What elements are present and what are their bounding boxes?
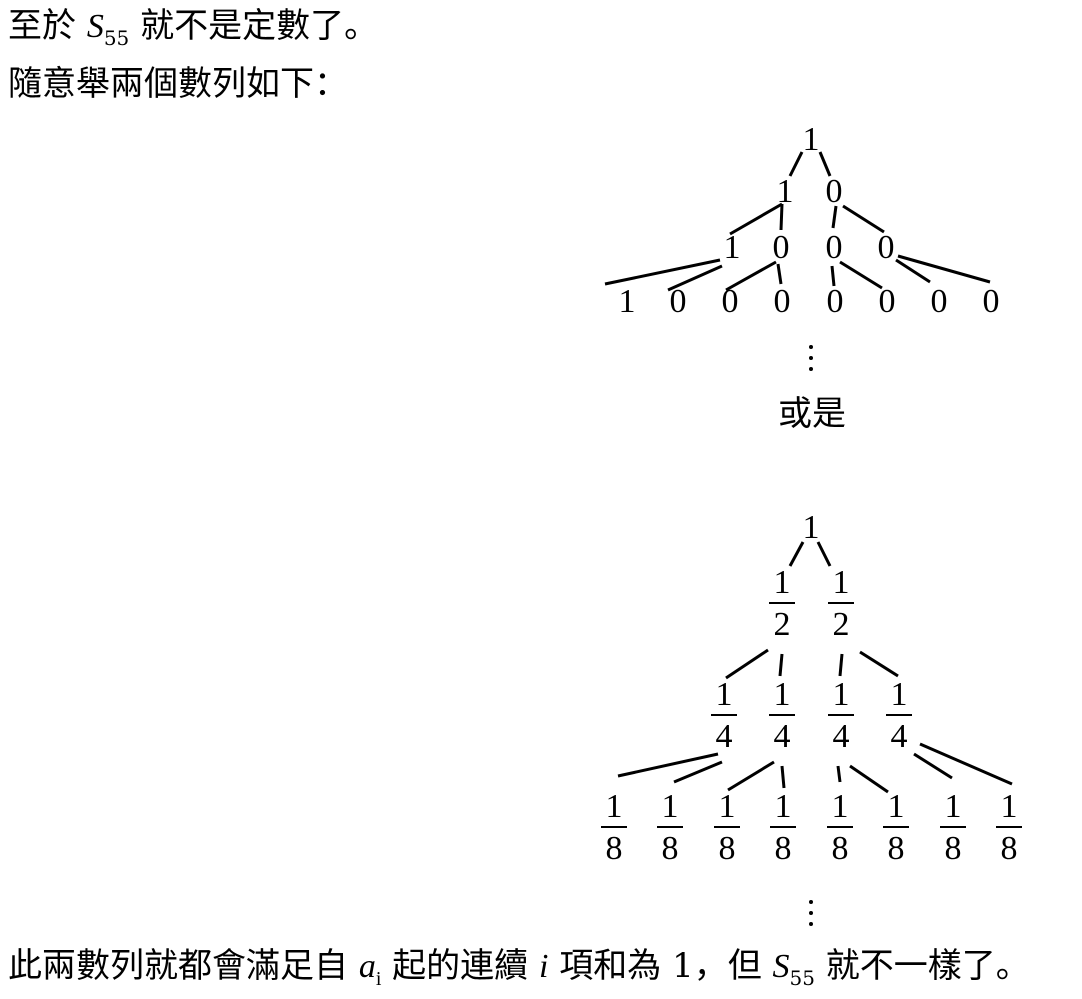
denominator: 8 <box>887 830 905 867</box>
connector <box>617 752 719 778</box>
numerator: 1 <box>890 676 908 713</box>
numerator: 1 <box>773 564 791 601</box>
numerator: 1 <box>774 788 792 825</box>
text-line-2: 隨意舉兩個數列如下： <box>8 64 348 104</box>
connector <box>897 254 991 284</box>
tree1-leaf: 0 <box>878 283 896 320</box>
subscript-55: 55 <box>103 26 130 50</box>
subscript-55: 55 <box>789 966 815 990</box>
last-part-2: 起的連續 <box>381 946 539 986</box>
numerator: 1 <box>831 788 849 825</box>
vertical-ellipsis <box>808 900 814 926</box>
connector <box>836 765 842 783</box>
connector <box>895 258 931 284</box>
numerator: 1 <box>605 788 623 825</box>
subscript-i: i <box>375 968 382 990</box>
connector <box>913 752 953 780</box>
tree1-node: 1 <box>776 173 794 210</box>
tree1-leaf: 1 <box>618 283 636 320</box>
connector <box>778 653 784 677</box>
numerator: 1 <box>1000 788 1018 825</box>
numerator: 1 <box>944 788 962 825</box>
line1-suffix: 就不是定數了。 <box>129 6 379 46</box>
tree1-node: 1 <box>723 229 741 266</box>
denominator: 8 <box>605 830 623 867</box>
tree2-root: 1 <box>802 509 820 546</box>
numerator: 1 <box>832 564 850 601</box>
numerator: 1 <box>773 676 791 713</box>
text-line-1: 至於 S55 就不是定數了。 <box>8 6 378 58</box>
connector <box>788 541 805 567</box>
connector <box>849 764 889 794</box>
denominator: 2 <box>832 606 850 643</box>
tree1-leaf: 0 <box>930 283 948 320</box>
symbol-i: i <box>539 948 549 985</box>
last-part-1: 此兩數列就都會滿足自 <box>8 946 359 986</box>
denominator: 4 <box>715 718 733 755</box>
vertical-ellipsis <box>808 345 814 371</box>
tree1-leaf: 0 <box>982 283 1000 320</box>
connector <box>838 653 844 677</box>
tree1-node: 0 <box>772 229 790 266</box>
denominator: 8 <box>1000 830 1018 867</box>
symbol-a: a <box>358 948 376 985</box>
denominator: 8 <box>774 830 792 867</box>
numerator: 1 <box>718 788 736 825</box>
denominator: 8 <box>718 830 736 867</box>
connector <box>673 760 723 784</box>
caption-or: 或是 <box>778 394 846 434</box>
tree1-root: 1 <box>802 121 820 158</box>
last-part-3: 項和為 1，但 <box>548 946 773 986</box>
connector <box>839 260 883 290</box>
numerator: 1 <box>661 788 679 825</box>
tree1-leaf: 0 <box>826 283 844 320</box>
symbol-S: S <box>772 948 790 985</box>
tree1-node: 0 <box>825 229 843 266</box>
numerator: 1 <box>832 676 850 713</box>
tree1-leaf: 0 <box>773 283 791 320</box>
last-part-4: 就不一樣了。 <box>814 946 1030 986</box>
connector <box>919 742 1013 786</box>
denominator: 4 <box>832 718 850 755</box>
tree1-node: 0 <box>825 173 843 210</box>
tree1-leaf: 0 <box>669 283 687 320</box>
connector <box>780 765 786 789</box>
numerator: 1 <box>887 788 905 825</box>
connector <box>776 263 783 285</box>
denominator: 8 <box>831 830 849 867</box>
text-line-last: 此兩數列就都會滿足自 ai 起的連續 i 項和為 1，但 S55 就不一樣了。 <box>8 946 1030 999</box>
numerator: 1 <box>715 676 733 713</box>
connector <box>604 258 721 286</box>
tree1-node: 0 <box>877 229 895 266</box>
denominator: 8 <box>944 830 962 867</box>
line1-prefix: 至於 <box>8 6 87 46</box>
connector <box>816 541 832 567</box>
connector <box>725 648 769 680</box>
tree1-leaf: 0 <box>721 283 739 320</box>
denominator: 2 <box>773 606 791 643</box>
denominator: 4 <box>890 718 908 755</box>
connector <box>727 760 775 792</box>
denominator: 8 <box>661 830 679 867</box>
symbol-S: S <box>86 8 104 45</box>
denominator: 4 <box>773 718 791 755</box>
connector <box>859 650 899 678</box>
